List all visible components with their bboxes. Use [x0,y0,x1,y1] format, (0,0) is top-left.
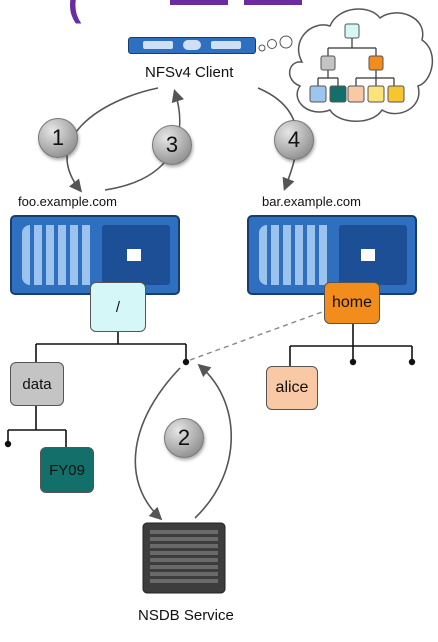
arrow-step-2-down [134,367,181,521]
thought-dot [279,35,293,49]
junction-dot [408,358,416,366]
referral-link [189,311,323,361]
step-4-badge: 4 [274,120,314,160]
step-1-badge: 1 [38,118,78,158]
mini-node [329,85,347,103]
heading-fragment: ( [68,0,82,24]
client-device-icon [128,37,256,54]
arrow-step-1 [66,87,159,193]
thought-dot [258,44,266,52]
thought-cloud [289,8,434,122]
mini-node [347,85,365,103]
mini-node [320,55,336,71]
foo-tree-edges [7,322,413,448]
bar-server-icon [247,215,417,295]
mini-node [368,55,384,71]
data-node: data [10,362,64,406]
nsdb-server-grid [150,530,218,583]
mini-node [367,85,385,103]
client-label: NFSv4 Client [145,64,234,81]
heading-underline [170,0,228,5]
heading-underline-2 [244,0,302,5]
step-3-badge: 3 [152,125,192,165]
client-slot [143,41,173,49]
junction-dot [182,358,190,366]
fy09-node: FY09 [40,447,94,493]
thought-dot [267,39,277,49]
step-2-badge: 2 [164,418,204,458]
client-oval [183,40,201,50]
home-node: home [324,282,380,324]
mini-tree-edges [317,38,395,86]
junction-dot [4,440,12,448]
mini-node [387,85,405,103]
mini-node [344,23,360,39]
nsdb-label: NSDB Service [138,607,234,624]
alice-node: alice [266,366,318,410]
mini-node [309,85,327,103]
root-node: / [90,282,146,332]
client-slot [211,41,241,49]
foo-server-label: foo.example.com [18,194,117,209]
arrow-step-2-up [194,363,233,519]
junction-dot [349,358,357,366]
bar-server-label: bar.example.com [262,194,361,209]
